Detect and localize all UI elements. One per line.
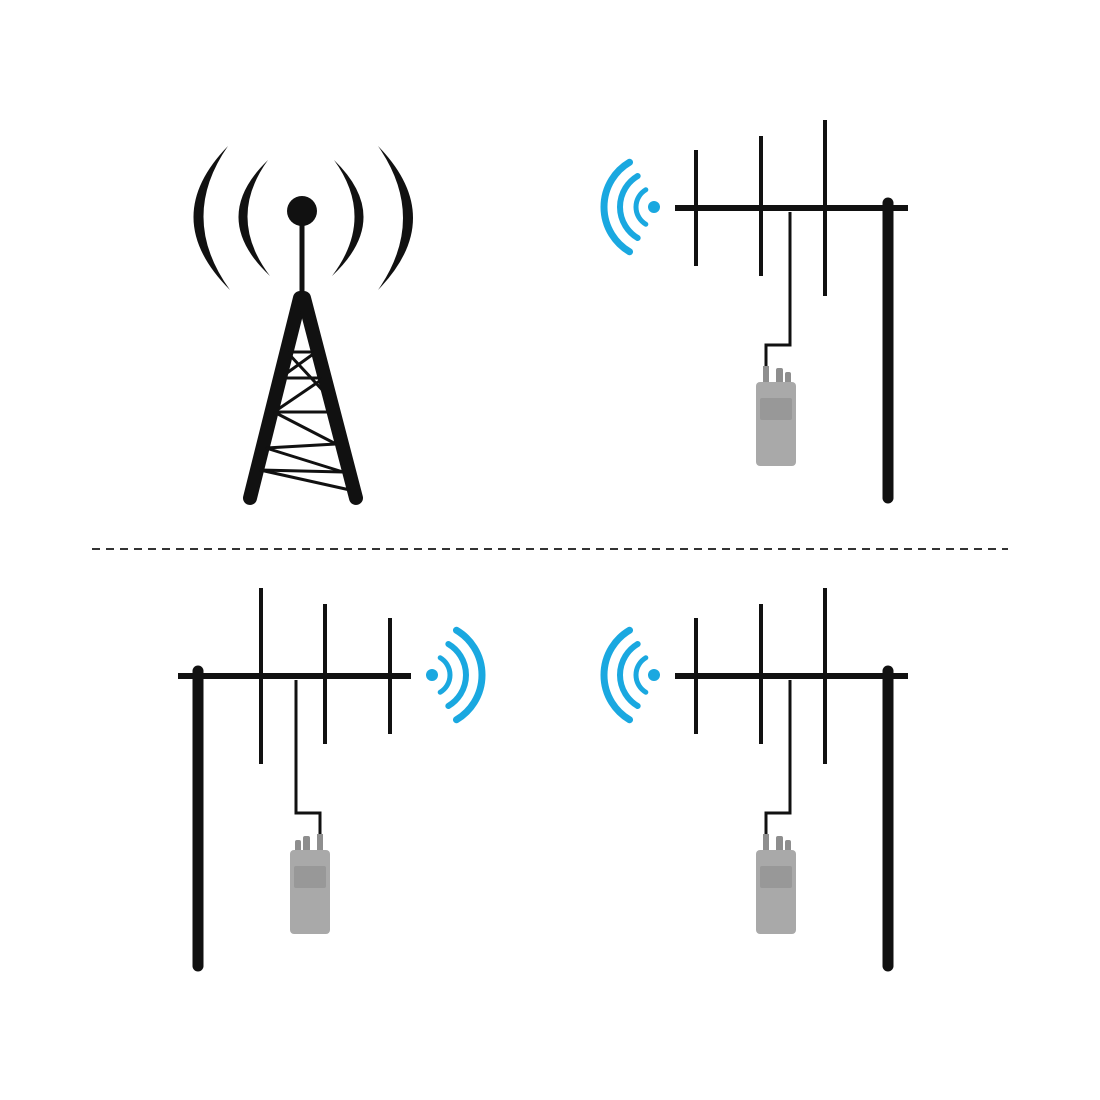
tower-wave-outer-right [378,146,413,290]
yagi-antenna-icon [178,588,486,972]
radio-speaker [760,398,792,420]
signal-arc [633,655,649,695]
signal-arc [633,187,649,227]
signal-arc [452,626,486,724]
signal-dot [426,669,438,681]
walkie-talkie-icon [756,366,796,466]
signal-arc [600,158,634,256]
radio-antenna-stub [763,366,769,384]
radio-body [756,382,796,466]
radio-speaker [294,866,326,888]
radio-knob [785,372,791,384]
wifi-signal-icon [600,626,660,724]
signal-arc [445,641,469,709]
tower-wave-inner-right [332,160,364,276]
yagi-antenna-icon [600,120,908,504]
cell-tower-icon [193,146,413,505]
radio-knob [776,368,783,384]
tower-leg-left [243,291,307,505]
radio-antenna-stub [763,834,769,852]
wifi-signal-icon [426,626,486,724]
radio-antenna-stub [317,834,323,852]
radio-knob [303,836,310,852]
signal-dot [648,201,660,213]
radio-knob [295,840,301,852]
antenna-group [178,120,908,972]
radio-body [756,850,796,934]
walkie-talkie-icon [290,834,330,934]
tower-lattice [259,350,351,492]
signal-dot [648,669,660,681]
antenna-cable [294,680,322,846]
antenna-cable [764,212,792,378]
signal-arc [600,626,634,724]
wifi-signal-icon [600,158,660,256]
radio-knob [776,836,783,852]
tower-beacon [287,196,317,226]
tower-wave-inner-left [238,160,270,276]
walkie-talkie-icon [756,834,796,934]
signal-arc [617,641,641,709]
tower-leg-right [297,291,363,505]
signal-arc [437,655,453,695]
antenna-cable [764,680,792,846]
radio-speaker [760,866,792,888]
tower-wave-outer-left [193,146,230,290]
signal-arc [617,173,641,241]
radio-knob [785,840,791,852]
yagi-antenna-icon [600,588,908,972]
radio-body [290,850,330,934]
